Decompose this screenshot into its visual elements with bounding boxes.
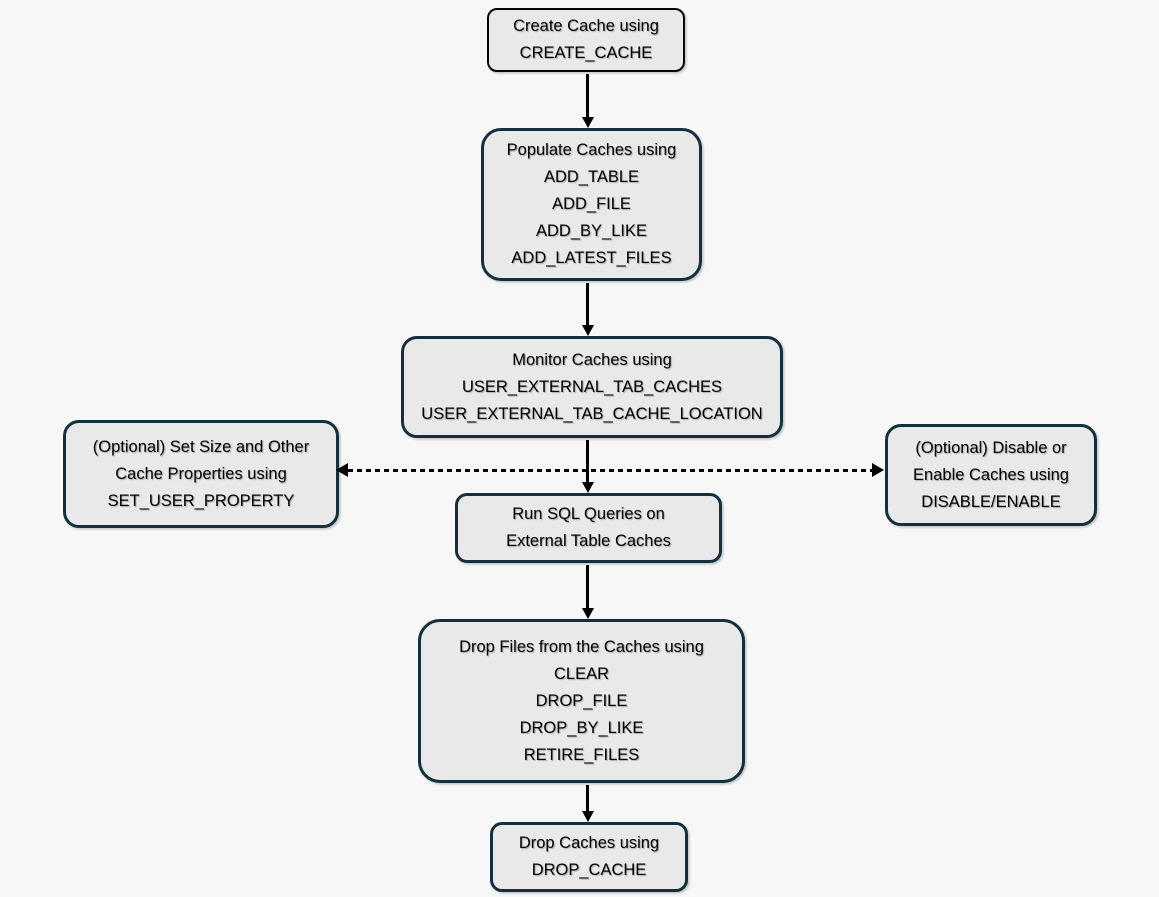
- node-drop-files: Drop Files from the Caches using CLEAR D…: [418, 619, 745, 783]
- node-text-line: Enable Caches using: [913, 465, 1069, 484]
- node-text-line: CREATE_CACHE: [519, 44, 653, 62]
- node-text-line: SET_USER_PROPERTY: [107, 491, 295, 510]
- node-text-line: Drop Files from the Caches using: [459, 637, 704, 656]
- dashed-arrowhead-left: [336, 463, 348, 477]
- arrow-monitor-to-run-sql: [586, 440, 589, 483]
- node-set-user-property: (Optional) Set Size and Other Cache Prop…: [63, 420, 339, 528]
- node-text-line: DROP_BY_LIKE: [519, 718, 644, 737]
- node-text-line: CLEAR: [553, 664, 610, 683]
- node-text-line: ADD_LATEST_FILES: [511, 249, 672, 267]
- arrow-create-to-populate: [586, 74, 589, 118]
- node-text-line: USER_EXTERNAL_TAB_CACHES: [461, 377, 723, 396]
- node-monitor-caches: Monitor Caches using USER_EXTERNAL_TAB_C…: [401, 336, 783, 438]
- dashed-arrowhead-right: [872, 463, 884, 477]
- node-populate-caches: Populate Caches using ADD_TABLE ADD_FILE…: [481, 128, 702, 281]
- node-text-line: DROP_FILE: [535, 691, 628, 710]
- node-text-line: Monitor Caches using: [512, 350, 672, 369]
- arrow-populate-to-monitor: [586, 283, 589, 326]
- node-text-line: Populate Caches using: [506, 141, 677, 159]
- node-text-line: Drop Caches using: [518, 834, 660, 852]
- node-text-line: DROP_CACHE: [531, 861, 647, 879]
- arrow-drop-files-to-drop-cache: [586, 785, 589, 812]
- node-text-line: (Optional) Disable or: [915, 438, 1067, 457]
- node-text-line: (Optional) Set Size and Other: [92, 437, 310, 456]
- node-text-line: RETIRE_FILES: [523, 745, 640, 764]
- node-text-line: Run SQL Queries on: [512, 505, 665, 523]
- node-drop-cache: Drop Caches using DROP_CACHE: [490, 822, 688, 892]
- dashed-optional-connector: [348, 469, 872, 472]
- arrow-run-sql-to-drop-files: [586, 565, 589, 609]
- node-text-line: ADD_BY_LIKE: [536, 222, 647, 240]
- node-text-line: Create Cache using: [513, 17, 659, 35]
- node-text-line: External Table Caches: [506, 532, 671, 550]
- node-text-line: ADD_FILE: [552, 195, 631, 213]
- node-run-sql-queries: Run SQL Queries on External Table Caches: [455, 493, 722, 563]
- node-disable-enable: (Optional) Disable or Enable Caches usin…: [885, 424, 1097, 526]
- node-text-line: USER_EXTERNAL_TAB_CACHE_LOCATION: [421, 404, 763, 423]
- node-text-line: Cache Properties using: [115, 464, 287, 483]
- node-create-cache: Create Cache using CREATE_CACHE: [487, 8, 685, 72]
- node-text-line: DISABLE/ENABLE: [921, 492, 1061, 511]
- node-text-line: ADD_TABLE: [543, 168, 640, 186]
